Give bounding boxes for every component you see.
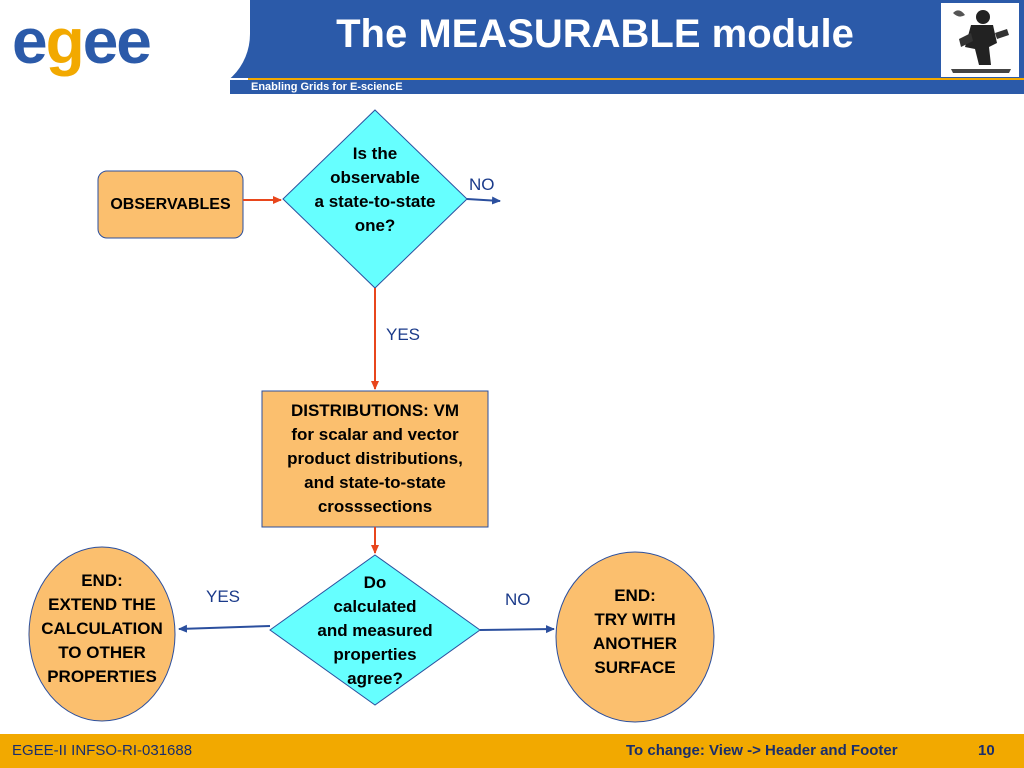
page-number: 10 [978, 742, 995, 759]
yes-label-1: YES [386, 325, 421, 344]
observables-label: OBSERVABLES [110, 195, 231, 213]
observables-box [97, 170, 244, 239]
footer-bar [0, 734, 1024, 768]
decision2-label: Do calculated and measured properties ag… [317, 573, 433, 688]
arrow-decision2-no [479, 625, 555, 634]
distributions-label: DISTRIBUTIONS: VM for scalar and vector … [287, 401, 463, 516]
logo-panel [0, 0, 250, 94]
end-left-ellipse [28, 546, 176, 722]
emblem-icon [940, 2, 1020, 78]
tagline: Enabling Grids for E-sciencE [251, 81, 403, 93]
arrow-decision2-yes [178, 624, 271, 633]
distributions-box [261, 390, 489, 528]
no-label-1: NO [469, 175, 495, 194]
end-left-label: END: EXTEND THE CALCULATION TO OTHER PRO… [41, 571, 163, 686]
no-label-2: NO [505, 590, 531, 609]
page-title: The MEASURABLE module [336, 12, 854, 56]
egee-logo: egee [12, 5, 152, 77]
decision1-label: Is the observable a state-to-state one? [314, 144, 436, 235]
footer-hint: To change: View -> Header and Footer [626, 742, 898, 759]
tagline-bar [230, 80, 1024, 94]
end-right-ellipse [555, 551, 715, 723]
yes-label-2: YES [206, 587, 241, 606]
arrow-decision1-no [466, 196, 501, 205]
end-right-label: END: TRY WITH ANOTHER SURFACE [592, 586, 678, 677]
header-divider [248, 78, 1024, 80]
footer-project-id: EGEE-II INFSO-RI-031688 [12, 742, 193, 759]
decision2-diamond [269, 554, 481, 706]
